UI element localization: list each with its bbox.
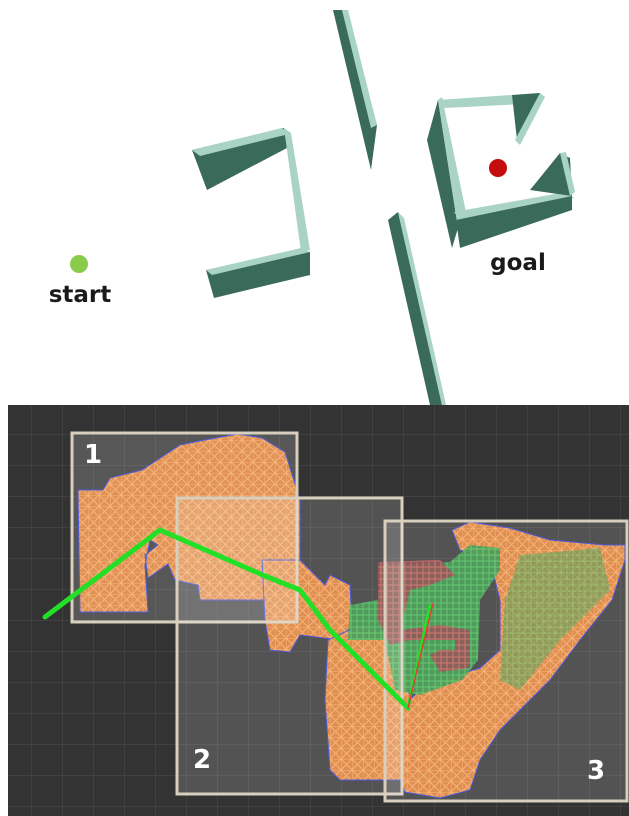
- center-wall-upper: [333, 10, 377, 170]
- left-c-wall: [192, 128, 310, 298]
- region-3-label: 3: [587, 756, 605, 786]
- goal-marker: [489, 159, 507, 177]
- region-1-label: 1: [84, 440, 102, 470]
- region-2-label: 2: [193, 745, 211, 775]
- start-marker: [70, 255, 88, 273]
- center-wall-lower: [388, 212, 446, 405]
- scene-panel: [70, 10, 575, 405]
- goal-label: goal: [470, 250, 566, 276]
- start-label: start: [28, 282, 132, 308]
